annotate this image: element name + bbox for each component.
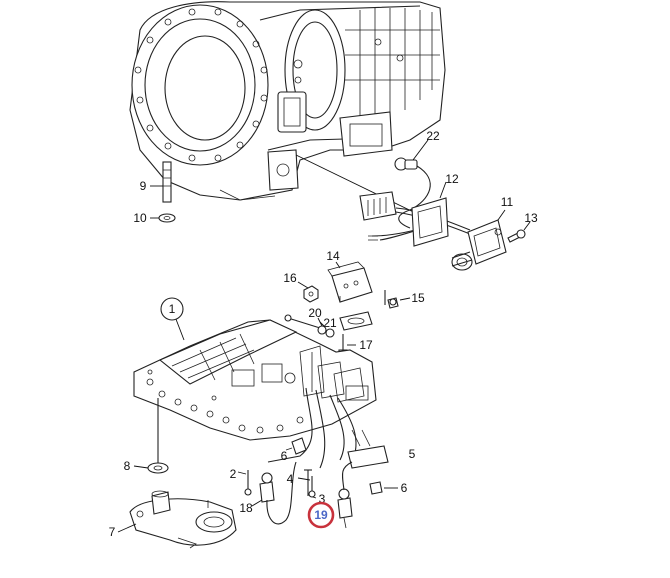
callout-12[interactable]: 12 [445,172,459,186]
part-13-bolt [507,221,531,243]
callout-12-label: 12 [445,172,459,186]
part-2-bolt [237,470,252,496]
callout-8[interactable]: 8 [124,459,131,473]
callout-5-label: 5 [409,447,416,461]
callout-6-lower[interactable]: 6 [401,481,408,495]
callout-1[interactable]: 1 [160,297,184,321]
callout-19-highlighted[interactable]: 19 [307,501,335,529]
part-21-washers [317,321,335,338]
part-12-harness [359,165,471,247]
callout-6-upper[interactable]: 6 [281,449,288,463]
callout-14[interactable]: 14 [326,249,340,263]
callout-16-label: 16 [283,271,297,285]
callout-22[interactable]: 22 [426,129,440,143]
callout-2-label: 2 [230,467,237,481]
callout-22-label: 22 [426,129,440,143]
callout-21-label: 21 [323,316,337,330]
callout-10[interactable]: 10 [133,211,147,225]
callout-13[interactable]: 13 [524,211,538,225]
part-4-bolt [297,476,316,498]
transmission-housing [129,1,446,201]
part-14-solenoid [327,261,373,303]
part-16-nut [297,281,319,303]
callout-20-label: 20 [308,306,322,320]
callout-10-label: 10 [133,211,147,225]
callout-4-label: 4 [287,472,294,486]
callout-3-label: 3 [319,492,326,506]
part-11-connector [451,209,507,271]
callout-4[interactable]: 4 [287,472,294,486]
callout-11[interactable]: 11 [501,195,514,209]
callout-15-label: 15 [411,291,425,305]
callout-18-label: 18 [239,501,253,515]
callout-6-upper-label: 6 [281,449,288,463]
part-19-sensor [337,461,353,529]
part-7-filter [117,490,237,549]
part-18-sensor [251,461,297,525]
callout-15[interactable]: 15 [411,291,425,305]
callout-20[interactable]: 20 [308,306,322,320]
callout-16[interactable]: 16 [283,271,297,285]
callout-19-label: 19 [314,508,328,522]
part-6-clamp-upper [285,437,307,455]
callout-3[interactable]: 3 [319,492,326,506]
callout-7-label: 7 [109,525,116,539]
callout-9-label: 9 [140,179,147,193]
callout-1-label: 1 [169,302,176,316]
callout-6-lower-label: 6 [401,481,408,495]
gasket-plate [339,311,373,331]
part-20-stud [284,314,323,329]
part-22-sensor [394,139,429,171]
callout-17-label: 17 [359,338,373,352]
part-6-clamp-lower [369,481,398,495]
part-8-seal [133,398,169,474]
part-15-bolt [384,290,411,309]
callout-9[interactable]: 9 [140,179,147,193]
part-9-pipe [150,161,172,203]
callout-5[interactable]: 5 [409,447,416,461]
callout-7[interactable]: 7 [109,525,116,539]
callout-18[interactable]: 18 [239,501,253,515]
part-1-valve-body [133,313,389,469]
part-10-washer [150,213,176,223]
callout-8-label: 8 [124,459,131,473]
callout-14-label: 14 [326,249,340,263]
callout-13-label: 13 [524,211,538,225]
callout-2[interactable]: 2 [230,467,237,481]
callout-17[interactable]: 17 [359,338,373,352]
callout-21[interactable]: 21 [323,316,337,330]
callout-11-label: 11 [501,195,514,209]
